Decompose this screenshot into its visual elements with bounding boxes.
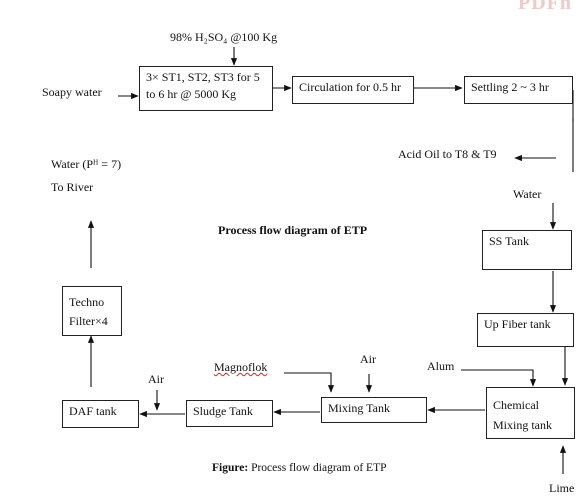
acid-oil-label: Acid Oil to T8 & T9	[398, 147, 497, 161]
figure-caption: Figure: Process flow diagram of ETP	[212, 462, 387, 474]
up-fiber-tank-box: Up Fiber tank	[477, 313, 574, 347]
air-daf-label: Air	[148, 372, 164, 386]
techno-filter-label-1: Techno	[69, 295, 105, 309]
diagram-title: Process flow diagram of ETP	[218, 223, 368, 237]
daf-tank-label: DAF tank	[69, 404, 117, 418]
chemical-mixing-tank-label-2: Mixing tank	[493, 418, 552, 432]
figure-caption-label: Figure:	[212, 462, 249, 474]
reactor-box: 3× ST1, ST2, ST3 for 5 to 6 hr @ 5000 Kg	[139, 66, 273, 111]
output-water-label: Water (Pᴴ = 7)	[51, 157, 122, 171]
techno-filter-box: Techno Filter×4	[62, 286, 122, 336]
ss-tank-label: SS Tank	[489, 234, 529, 248]
reactor-label: 3× ST1, ST2, ST3 for 5 to 6 hr @ 5000 Kg	[146, 70, 260, 101]
alum-label: Alum	[427, 359, 455, 373]
arrow-alum-to-chemical	[461, 369, 537, 387]
daf-tank-box: DAF tank	[62, 400, 139, 428]
lime-label: Lime	[549, 481, 575, 495]
chemical-mixing-tank-box: Chemical Mixing tank	[486, 387, 575, 439]
air-mixing-label: Air	[360, 352, 376, 366]
techno-filter-label-2: Filter×4	[69, 314, 108, 328]
up-fiber-tank-label: Up Fiber tank	[484, 317, 551, 331]
soapy-water-label: Soapy water	[42, 85, 102, 99]
input-acid-label: 98% H₂SO₄ @100 Kg	[170, 30, 278, 44]
water-label: Water	[513, 187, 542, 201]
sludge-tank-box: Sludge Tank	[186, 400, 273, 427]
circulation-box: Circulation for 0.5 hr	[292, 76, 414, 104]
settling-box: Settling 2 ~ 3 hr	[464, 76, 573, 104]
chemical-mixing-tank-label-1: Chemical	[493, 398, 539, 412]
watermark-logo: PDFn	[518, 0, 572, 14]
magnoflok-label: Magnoflok	[214, 360, 268, 374]
mixing-tank-label: Mixing Tank	[328, 401, 390, 415]
sludge-tank-label: Sludge Tank	[193, 404, 253, 418]
arrow-magnoflok-to-mixing	[284, 372, 335, 393]
circulation-label: Circulation for 0.5 hr	[299, 80, 401, 94]
figure-caption-text: Process flow diagram of ETP	[248, 462, 387, 474]
ss-tank-box: SS Tank	[482, 230, 572, 270]
mixing-tank-box: Mixing Tank	[321, 397, 427, 423]
settling-label: Settling 2 ~ 3 hr	[471, 80, 549, 94]
output-river-label: To River	[51, 180, 94, 194]
